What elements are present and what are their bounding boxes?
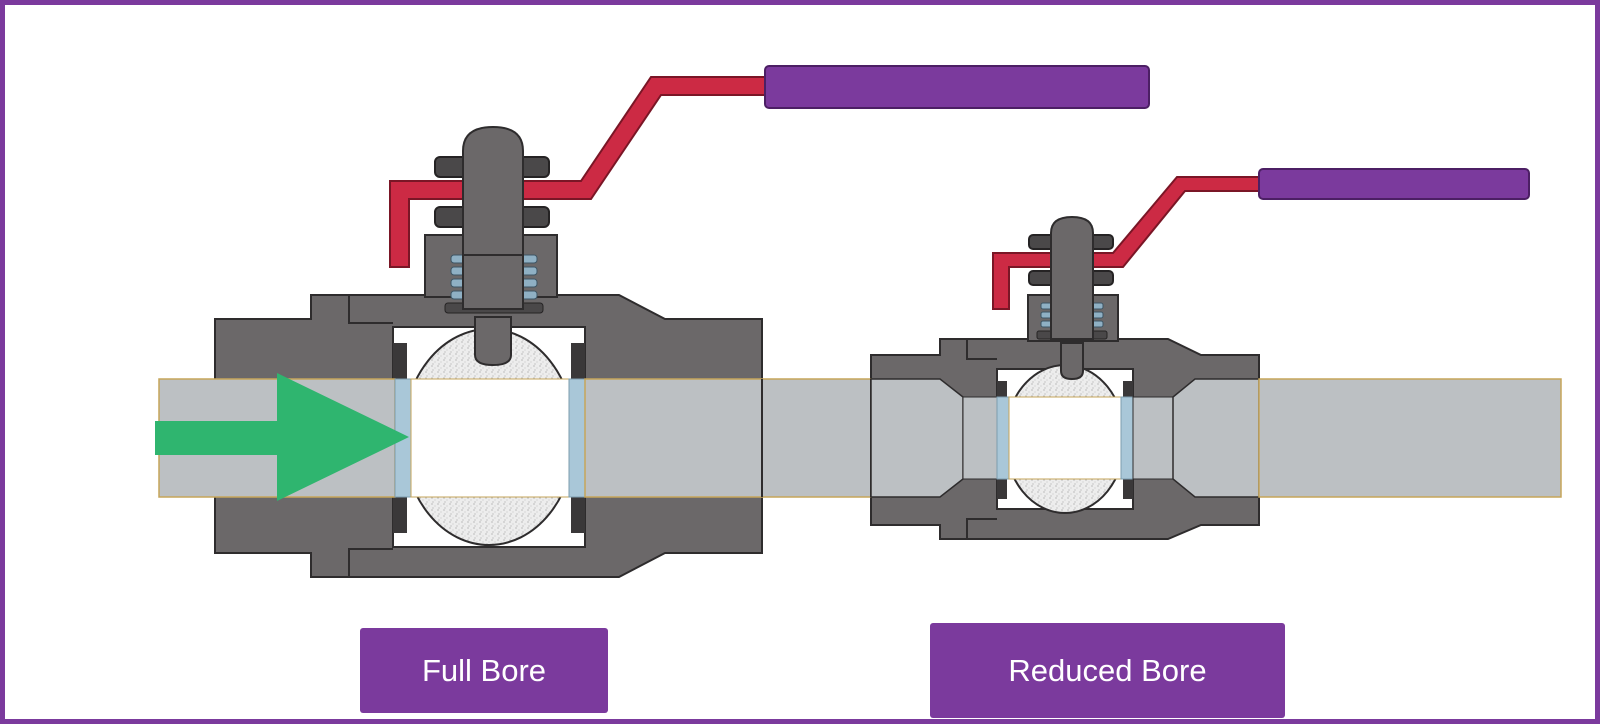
reduced-bore-stem	[1050, 215, 1094, 340]
full-bore-lever-grip	[764, 65, 1150, 109]
ball-valve-diagram	[155, 65, 1562, 578]
full-bore-label: Full Bore	[360, 628, 608, 713]
reduced-bore-label-text: Reduced Bore	[1008, 652, 1207, 688]
full-bore-bore	[410, 378, 570, 498]
reduced-bore-bore	[1008, 396, 1122, 480]
full-bore-actuator	[389, 65, 1150, 367]
reduced-bore-inlet-taper	[870, 378, 964, 498]
full-bore-bore-right	[568, 378, 586, 498]
reduced-bore-outlet-taper	[1172, 378, 1260, 498]
pipe-outlet	[1258, 378, 1562, 498]
full-bore-stem	[462, 125, 524, 310]
reduced-bore-lever-grip	[1258, 168, 1530, 200]
reduced-bore-seat-bore-left	[962, 396, 1004, 480]
reduced-bore-label: Reduced Bore	[930, 623, 1285, 718]
pipe-middle	[584, 378, 872, 498]
flow-arrow-icon	[155, 373, 409, 501]
full-bore-label-text: Full Bore	[421, 652, 547, 688]
reduced-bore-actuator	[992, 168, 1530, 381]
